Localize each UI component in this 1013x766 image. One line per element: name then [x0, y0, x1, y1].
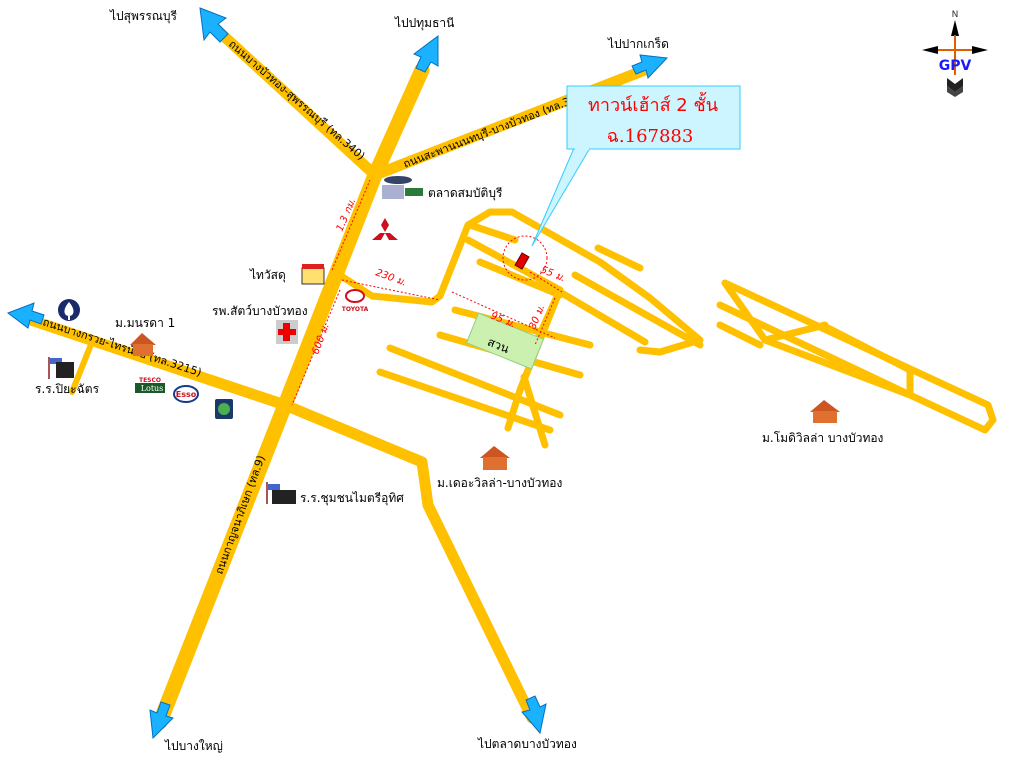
- park-area: [465, 312, 545, 370]
- piyachat-school-icon: [48, 357, 74, 379]
- callout-pointer: [531, 147, 591, 247]
- mitsubishi-logo-icon: [372, 218, 398, 240]
- arrow-suphanburi-icon: [199, 7, 229, 43]
- bank-logo-icon: [58, 299, 80, 321]
- label-modi-villa: ม.โมดิวิลล่า บางบัวทอง: [762, 431, 883, 445]
- modi-villa-roads: [716, 279, 997, 434]
- arrow-bangyai-icon: [149, 701, 174, 740]
- main-roads: [19, 22, 656, 730]
- arrow-pathumthani-icon: [413, 35, 439, 73]
- tesco-lotus-logo-icon: TESCO Lotus: [135, 377, 165, 393]
- label-market: ตลาดสมบัติบุรี: [428, 186, 503, 201]
- local-roads: [331, 208, 704, 449]
- svg-text:Lotus: Lotus: [141, 384, 164, 393]
- esso-logo-icon: Esso: [173, 385, 199, 403]
- bangchak-logo-icon: [215, 399, 233, 419]
- callout-title: ทาวน์เฮ้าส์ 2 ชั้น: [588, 92, 718, 116]
- callout-box: [566, 85, 741, 150]
- direction-arrows: [6, 7, 669, 740]
- label-to-bangbuathong-market: ไปตลาดบางบัวทอง: [477, 737, 577, 751]
- label-to-suphanburi: ไปสุพรรณบุรี: [109, 9, 178, 24]
- label-thaiwatsadu: ไทวัสดุ: [249, 268, 286, 283]
- svg-text:TOYOTA: TOYOTA: [342, 306, 369, 313]
- property-circle: [502, 235, 548, 281]
- road-kanchanaphisek: [152, 62, 430, 730]
- distance-230m: 230 ม.: [374, 267, 408, 288]
- label-vet-hospital: รพ.สัตว์บางบัวทอง: [212, 304, 308, 318]
- label-maitri-school: ร.ร.ชุมชนไมตรีอุทิศ: [300, 491, 404, 506]
- label-to-pakkret: ไปปากเกร็ด: [607, 36, 669, 51]
- road-name-kanchanaphisek: ถนนกาญจนาภิเษก (ทล.9): [213, 454, 268, 576]
- label-piyachat-school: ร.ร.ปิยะฉัตร: [35, 382, 100, 396]
- road-suphanburi: [209, 22, 381, 181]
- thaiwatsadu-icon: [301, 264, 325, 285]
- the-villa-house-icon: [480, 446, 510, 470]
- arrow-market-icon: [521, 695, 547, 735]
- road-name-suphanburi: ถนนบางบัวทอง-สุพรรณบุรี (ทล.340): [226, 37, 367, 162]
- road-to-market: [279, 399, 538, 724]
- svg-text:N: N: [952, 10, 959, 20]
- svg-text:TESCO: TESCO: [139, 377, 161, 384]
- road-bangkruai: [19, 312, 291, 411]
- label-to-bangyai: ไปบางใหญ่: [164, 739, 223, 753]
- maitri-school-icon: [266, 482, 296, 504]
- callout-code: ฉ.167883: [607, 126, 694, 147]
- property-marker-icon: [514, 252, 530, 270]
- arrow-west-icon: [6, 302, 45, 329]
- road-soi: [69, 344, 93, 395]
- label-to-pathumthani: ไปปทุมธานี: [394, 16, 454, 31]
- label-the-villa: ม.เดอะวิลล่า-บางบัวทอง: [437, 476, 562, 490]
- market-icon: [382, 176, 423, 199]
- monrada-house-icon: [130, 333, 156, 356]
- hospital-cross-icon: [276, 320, 298, 344]
- svg-text:Esso: Esso: [176, 390, 197, 399]
- north-compass-icon: N GPV: [922, 10, 988, 97]
- label-monrada: ม.มนรดา 1: [115, 316, 175, 330]
- arrow-pakkret-icon: [631, 54, 669, 80]
- svg-text:GPV: GPV: [939, 58, 972, 74]
- road-name-nonthaburi: ถนนสะพานนนทบุรี-บางบัวทอง (ทล.346): [401, 88, 589, 170]
- toyota-logo-icon: TOYOTA: [342, 289, 369, 313]
- modi-villa-house-icon: [810, 400, 840, 423]
